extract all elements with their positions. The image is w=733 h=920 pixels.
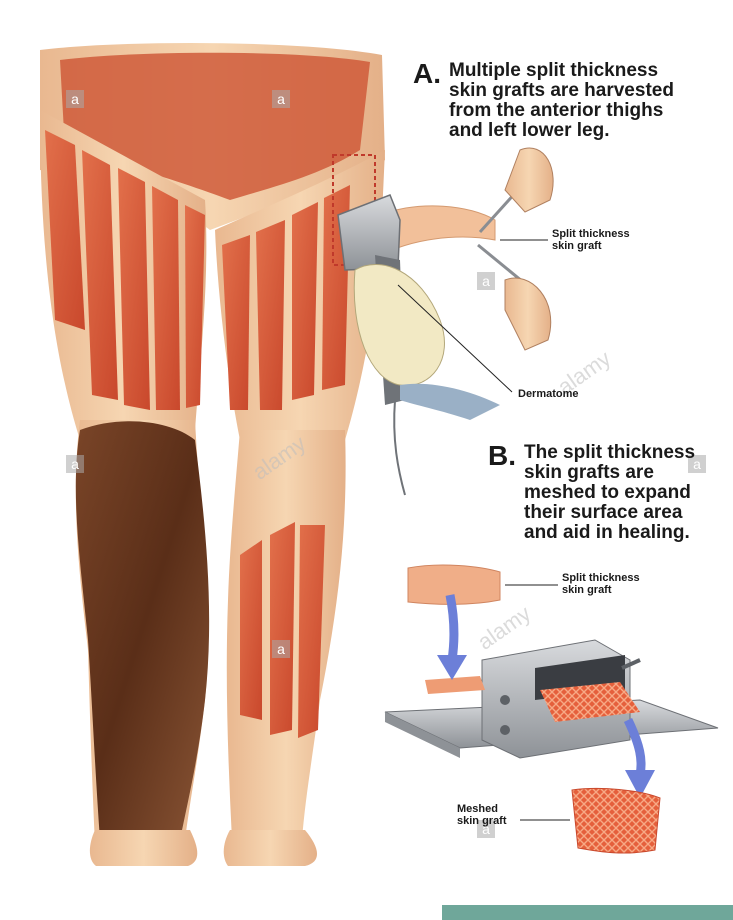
arrow-1 (450, 595, 454, 660)
foot-left (224, 830, 317, 866)
mesher-knob-1 (500, 695, 510, 705)
label-line: skin graft (552, 240, 630, 252)
section-a-heading: A. Multiple split thickness skin grafts … (413, 58, 447, 90)
section-b-heading: B. The split thickness skin grafts are m… (488, 440, 522, 472)
section-a-line: Multiple split thickness (449, 61, 733, 81)
label-line: Meshed (457, 803, 507, 815)
glove-hand (354, 264, 444, 385)
section-b-line: and aid in healing. (524, 523, 733, 543)
dermatome-cord (394, 400, 405, 495)
glove-lower (505, 278, 551, 350)
label-line: Split thickness (552, 228, 630, 240)
label-meshed-graft: Meshed skin graft (457, 803, 507, 827)
mesher-knob-2 (500, 725, 510, 735)
meshed-graft (572, 788, 660, 853)
section-b-line: meshed to expand (524, 483, 733, 503)
section-b-line: skin grafts are (524, 463, 733, 483)
label-line: skin graft (457, 815, 507, 827)
section-b-line: The split thickness (524, 443, 733, 463)
label-line: skin graft (562, 584, 640, 596)
section-b-letter: B. (488, 440, 516, 471)
watermark-badge: a (272, 90, 290, 108)
watermark-badge: a (66, 90, 84, 108)
watermark-badge: a (66, 455, 84, 473)
label-dermatome: Dermatome (518, 388, 579, 400)
section-a-line: from the anterior thighs (449, 101, 733, 121)
graft-entering (425, 676, 485, 694)
section-a-line: and left lower leg. (449, 121, 733, 141)
watermark-badge: a (477, 272, 495, 290)
glove-upper (505, 148, 553, 212)
section-b-line: their surface area (524, 503, 733, 523)
label-line: Split thickness (562, 572, 640, 584)
donor-sites-left-lower-leg (240, 522, 325, 738)
arrow-1-head (437, 655, 467, 680)
adjacent-image-edge (442, 905, 733, 920)
sleeve (400, 384, 500, 420)
foot-right (90, 830, 197, 866)
watermark-badge: a (272, 640, 290, 658)
label-split-thickness-graft-b: Split thickness skin graft (562, 572, 640, 596)
label-line: Dermatome (518, 388, 579, 400)
label-split-thickness-graft-a: Split thickness skin graft (552, 228, 630, 252)
section-a-line: skin grafts are harvested (449, 81, 733, 101)
section-a-letter: A. (413, 58, 441, 89)
